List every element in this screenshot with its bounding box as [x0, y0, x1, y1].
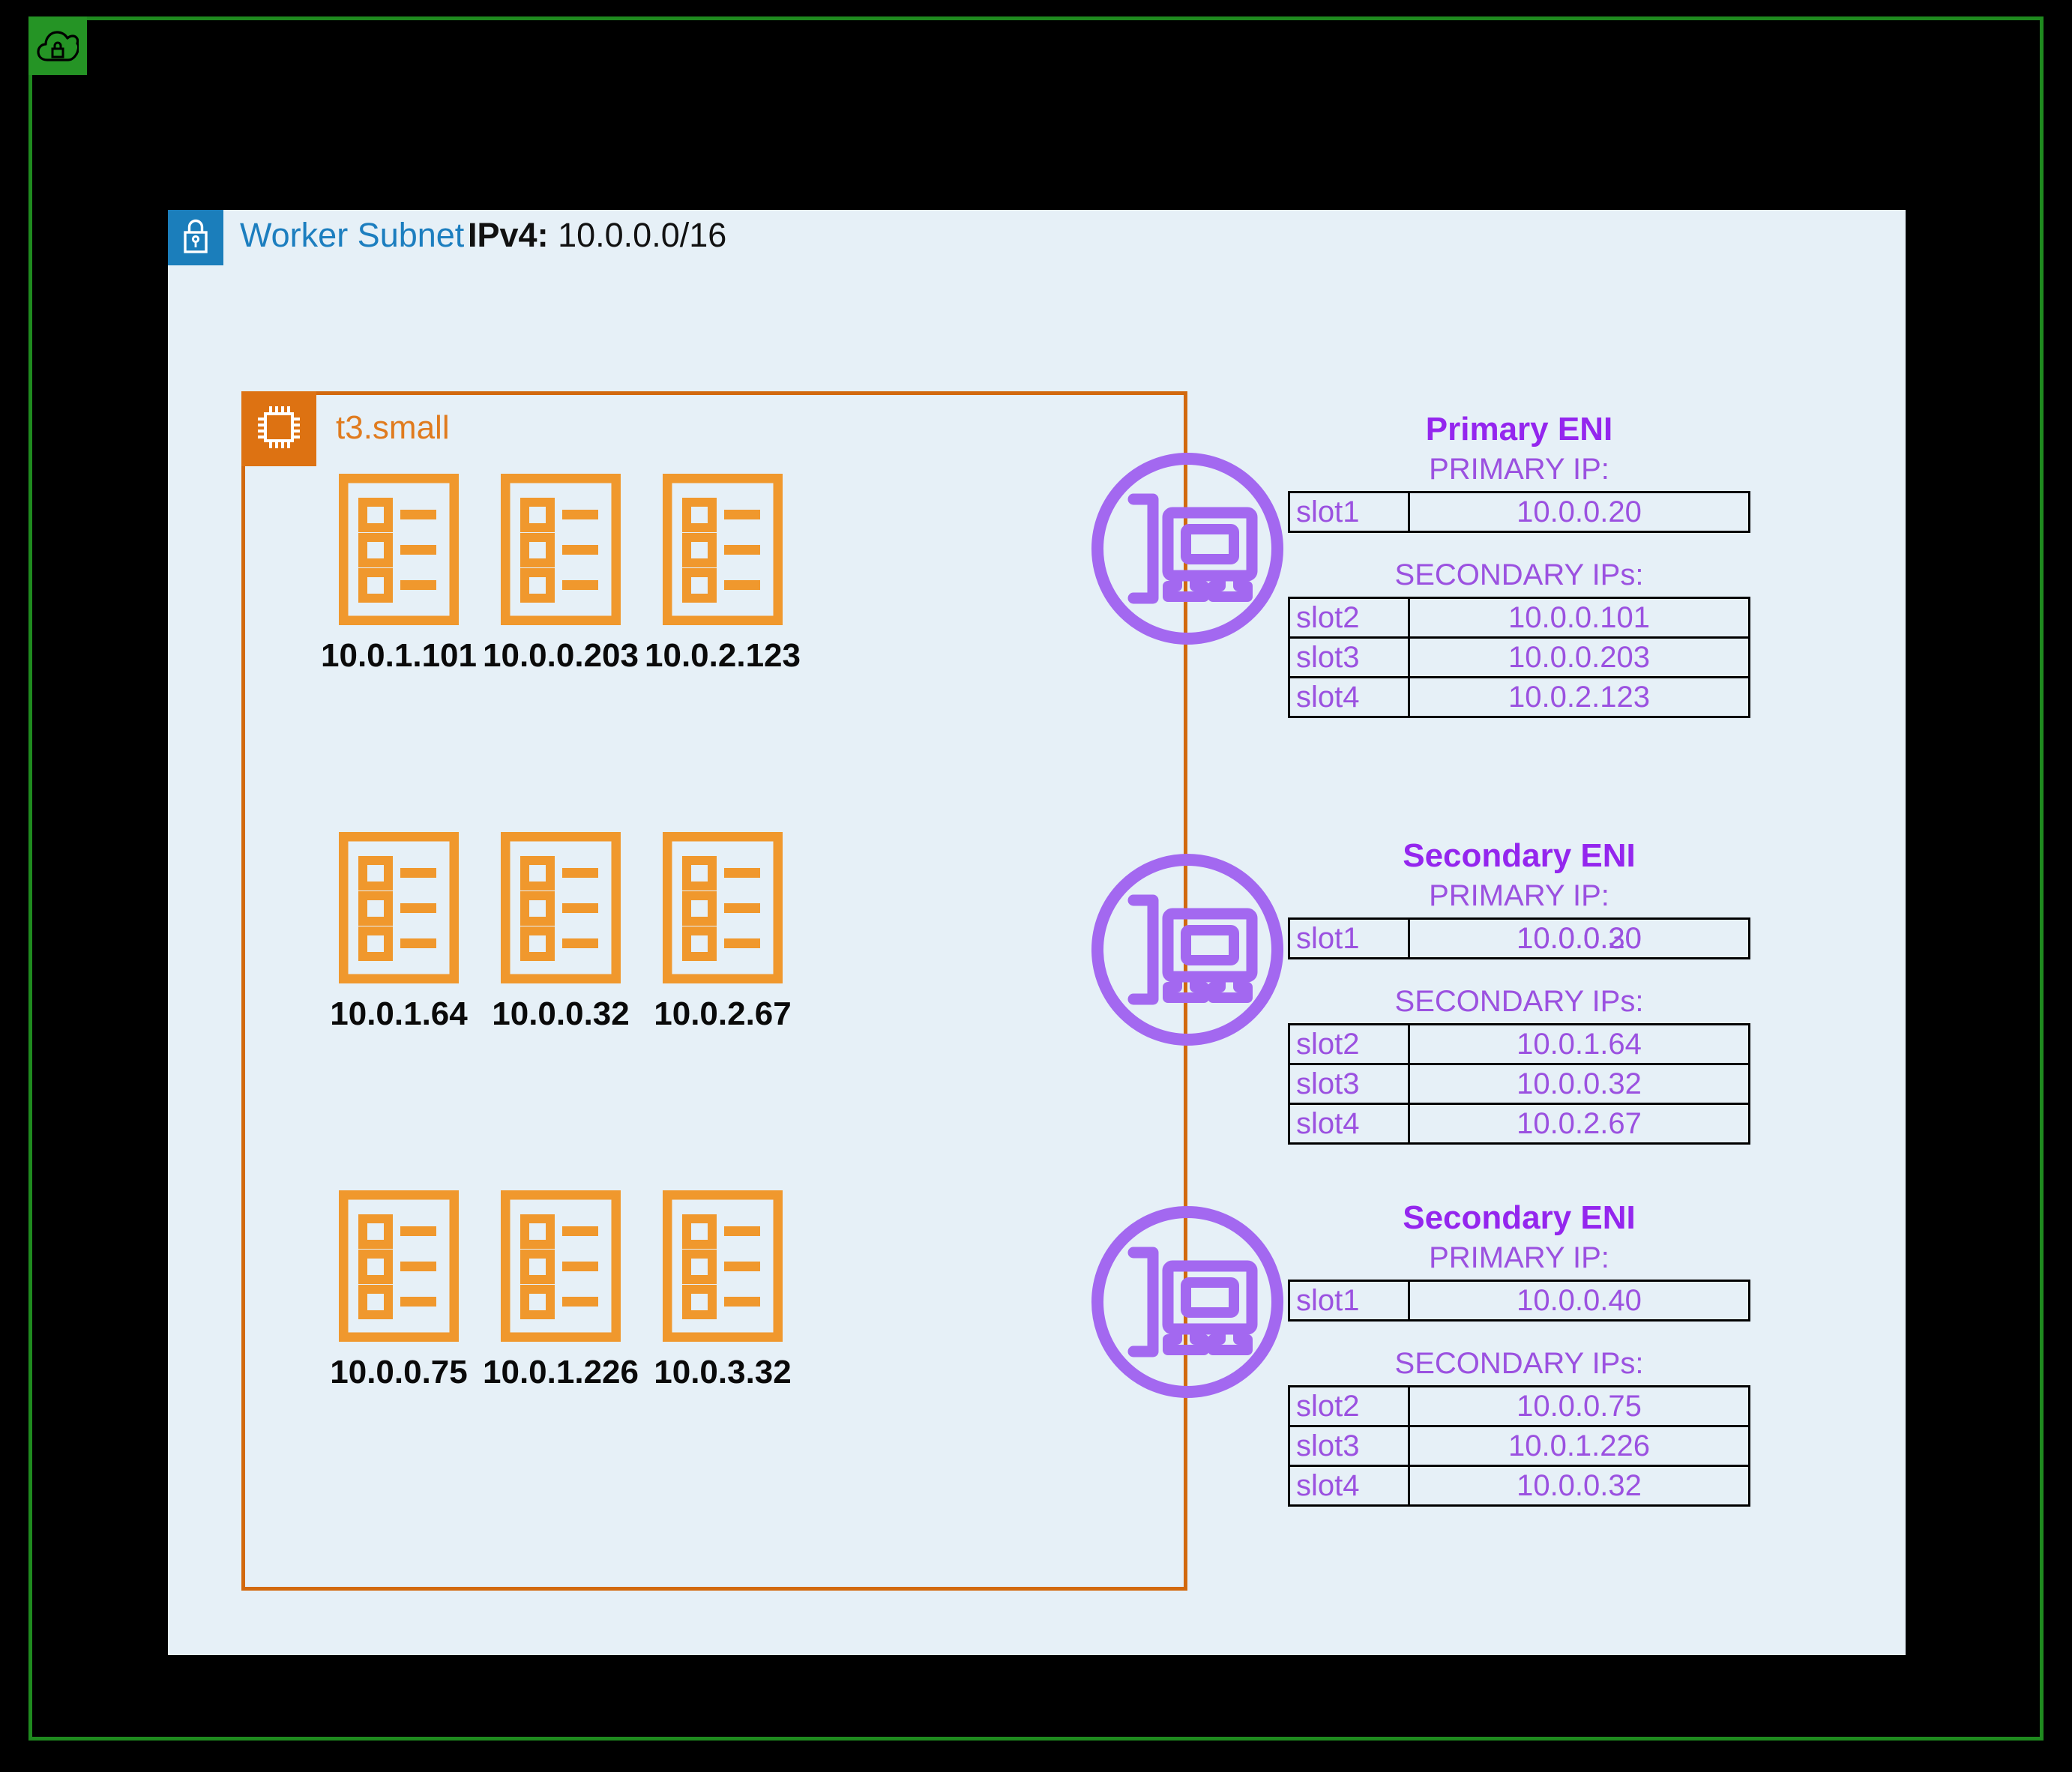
primary-ip-table: slot1 10.0.0.40: [1288, 1280, 1750, 1322]
pod: 10.0.0.75: [286, 1190, 511, 1391]
vpc-boundary: [28, 16, 2044, 1741]
slot-label: slot3: [1288, 1063, 1410, 1105]
eni-info-block: Secondary ENI PRIMARY IP: slot1 10.0.0.2…: [1288, 837, 1750, 1145]
pod-list-icon: [501, 474, 621, 625]
table-row: slot4 10.0.2.123: [1288, 676, 1750, 718]
pod-list-icon: [663, 474, 783, 625]
pod-list-icon: [339, 1190, 459, 1342]
slot-label: slot1: [1288, 491, 1410, 533]
slot-label: slot4: [1288, 676, 1410, 718]
pod-list-icon: [501, 832, 621, 983]
network-interface-card-icon: [1088, 450, 1286, 651]
lock-icon: [180, 217, 211, 259]
pod: 10.0.0.203: [448, 474, 673, 675]
table-row: slot2 10.0.0.101: [1288, 597, 1750, 639]
eni-info-block: Secondary ENI PRIMARY IP: slot1 10.0.0.4…: [1288, 1199, 1750, 1507]
eni-info-block: Primary ENI PRIMARY IP: slot1 10.0.0.20 …: [1288, 411, 1750, 718]
table-row: slot1 10.0.0.20: [1288, 491, 1750, 533]
vpc-badge: [28, 16, 87, 75]
table-row: slot2 10.0.0.75: [1288, 1385, 1750, 1427]
secondary-ip-value: 10.0.0.32: [1408, 1063, 1750, 1105]
pod: 10.0.3.32: [610, 1190, 835, 1391]
table-row: slot3 10.0.1.226: [1288, 1425, 1750, 1467]
pod: 10.0.2.67: [610, 832, 835, 1033]
table-row: slot3 10.0.0.32: [1288, 1063, 1750, 1105]
slot-label: slot3: [1288, 636, 1410, 678]
slot-label: slot1: [1288, 917, 1410, 959]
secondary-ip-table: slot2 10.0.0.101 slot3 10.0.0.203 slot4 …: [1288, 597, 1750, 718]
pod-ip-label: 10.0.1.101: [321, 637, 477, 674]
primary-ip-heading: PRIMARY IP:: [1429, 879, 1609, 912]
pod-list-icon: [339, 832, 459, 983]
secondary-ips-heading: SECONDARY IPs:: [1394, 985, 1644, 1018]
pod: 10.0.2.123: [610, 474, 835, 675]
instance-label: t3.small: [336, 409, 450, 446]
table-row: slot4 10.0.2.67: [1288, 1103, 1750, 1145]
table-row: slot4 10.0.0.32: [1288, 1465, 1750, 1507]
slot-label: slot3: [1288, 1425, 1410, 1467]
primary-ip-heading: PRIMARY IP:: [1429, 1241, 1609, 1274]
secondary-ips-heading: SECONDARY IPs:: [1394, 558, 1644, 591]
network-interface-card-icon: [1088, 851, 1286, 1052]
pod-ip-label: 10.0.1.226: [483, 1354, 639, 1390]
ec2-instance-boundary: [241, 391, 1187, 1591]
secondary-ip-value: 10.0.0.203: [1408, 636, 1750, 678]
pod-list-icon: [663, 1190, 783, 1342]
secondary-ip-value: 10.0.0.32: [1408, 1465, 1750, 1507]
network-interface-card-icon: [1088, 1203, 1286, 1405]
pod: 10.0.1.64: [286, 832, 511, 1033]
table-row: slot3 10.0.0.203: [1288, 636, 1750, 678]
secondary-ips-heading: SECONDARY IPs:: [1394, 1347, 1644, 1380]
primary-ip-table: slot1 10.0.0.20 10.0.0.30: [1288, 917, 1750, 959]
pod-ip-label: 10.0.0.75: [330, 1354, 468, 1390]
secondary-ip-value: 10.0.0.75: [1408, 1385, 1750, 1427]
instance-badge: [241, 391, 316, 466]
pod-list-icon: [339, 474, 459, 625]
pod-ip-label: 10.0.1.64: [330, 995, 468, 1032]
pod-ip-label: 10.0.2.123: [645, 637, 801, 674]
slot-label: slot1: [1288, 1280, 1410, 1322]
table-row: slot1 10.0.0.40: [1288, 1280, 1750, 1322]
pod-ip-label: 10.0.2.67: [654, 995, 792, 1032]
secondary-ip-value: 10.0.1.226: [1408, 1425, 1750, 1467]
pod-list-icon: [663, 832, 783, 983]
pod-ip-label: 10.0.3.32: [654, 1354, 792, 1390]
subnet-badge: [168, 210, 223, 265]
primary-ip-value-overlap: 10.0.0.30: [1517, 922, 1642, 955]
primary-ip-value: 10.0.0.40: [1517, 1284, 1642, 1317]
primary-ip-value: 10.0.0.20: [1517, 495, 1642, 528]
table-row: slot1 10.0.0.20 10.0.0.30: [1288, 917, 1750, 959]
pod-list-icon: [501, 1190, 621, 1342]
primary-ip-heading: PRIMARY IP:: [1429, 453, 1609, 486]
subnet-title: Worker Subnet: [240, 216, 465, 254]
secondary-ip-value: 10.0.2.123: [1408, 676, 1750, 718]
slot-label: slot2: [1288, 597, 1410, 639]
subnet-cidr-value: 10.0.0.0/16: [558, 216, 727, 254]
eni-title: Secondary ENI: [1403, 837, 1636, 874]
eni-title: Secondary ENI: [1403, 1199, 1636, 1236]
subnet-cidr-label: IPv4:: [468, 216, 549, 254]
secondary-ip-value: 10.0.0.101: [1408, 597, 1750, 639]
secondary-ip-value: 10.0.1.64: [1408, 1023, 1750, 1065]
slot-label: slot4: [1288, 1103, 1410, 1145]
table-row: slot2 10.0.1.64: [1288, 1023, 1750, 1065]
pod-ip-label: 10.0.0.32: [492, 995, 630, 1032]
primary-ip-value: 10.0.0.20: [1517, 922, 1642, 955]
slot-label: slot2: [1288, 1023, 1410, 1065]
slot-label: slot2: [1288, 1385, 1410, 1427]
overlapping-ip-values: 10.0.0.20 10.0.0.30: [1416, 920, 1742, 957]
secondary-ip-table: slot2 10.0.1.64 slot3 10.0.0.32 slot4 10…: [1288, 1023, 1750, 1145]
subnet-cidr: IPv4: 10.0.0.0/16: [468, 216, 726, 255]
pod: 10.0.0.32: [448, 832, 673, 1033]
primary-ip-table: slot1 10.0.0.20: [1288, 491, 1750, 533]
cloud-lock-icon: [37, 28, 79, 63]
slot-label: slot4: [1288, 1465, 1410, 1507]
secondary-ip-value: 10.0.2.67: [1408, 1103, 1750, 1145]
pod: 10.0.1.226: [448, 1190, 673, 1391]
pod-ip-label: 10.0.0.203: [483, 637, 639, 674]
eni-title: Primary ENI: [1425, 411, 1613, 447]
secondary-ip-table: slot2 10.0.0.75 slot3 10.0.1.226 slot4 1…: [1288, 1385, 1750, 1507]
pod: 10.0.1.101: [286, 474, 511, 675]
cpu-chip-icon: [256, 404, 302, 454]
